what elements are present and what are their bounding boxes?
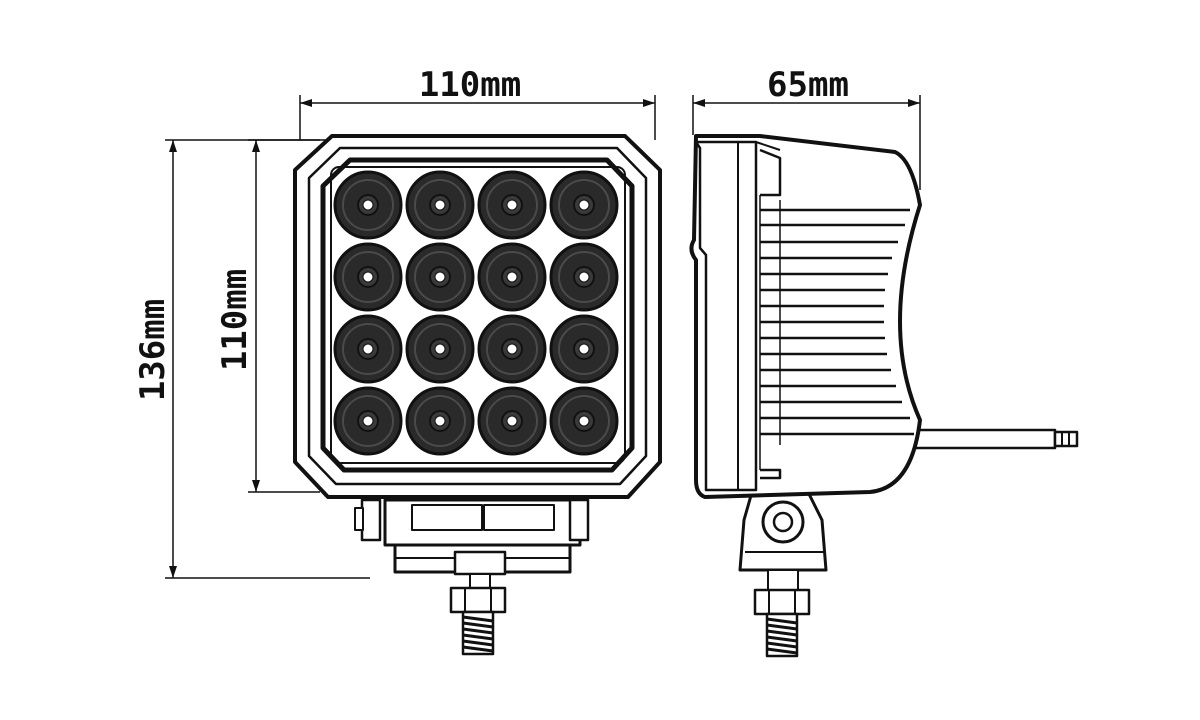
side-bracket [738, 490, 828, 591]
led-lens [477, 242, 547, 312]
cooling-fins [759, 148, 914, 480]
led-lens [477, 314, 547, 384]
dimension-label-side-depth: 65mm [767, 65, 849, 105]
side-housing-outer [689, 134, 922, 499]
side-front-plate [694, 140, 758, 492]
led-grid [333, 170, 619, 456]
led-lens [333, 170, 403, 240]
power-cable [903, 428, 1079, 450]
led-lens [333, 386, 403, 456]
dimension-lines [165, 95, 921, 579]
led-lens [549, 386, 619, 456]
front-bezel [320, 157, 635, 473]
front-bolt [449, 586, 507, 656]
dimension-label-overall-height: 136mm [133, 299, 173, 401]
side-view [689, 134, 1079, 658]
led-lens [477, 170, 547, 240]
fin-edges [759, 195, 781, 470]
front-view [293, 134, 662, 656]
led-lens [405, 242, 475, 312]
led-lens [549, 170, 619, 240]
side-bolt [753, 588, 811, 658]
front-housing-inner [307, 146, 648, 486]
led-lens [477, 386, 547, 456]
dimension-arrows [169, 99, 920, 578]
led-lens [405, 314, 475, 384]
dimension-label-front-width: 110mm [419, 65, 521, 105]
led-lens [405, 386, 475, 456]
led-lens [333, 242, 403, 312]
led-lens [549, 242, 619, 312]
front-bracket [354, 490, 590, 589]
led-lens [405, 170, 475, 240]
lens-area [330, 166, 626, 464]
led-lens [549, 314, 619, 384]
dimension-label-housing-height: 110mm [215, 269, 255, 371]
led-lens [333, 314, 403, 384]
